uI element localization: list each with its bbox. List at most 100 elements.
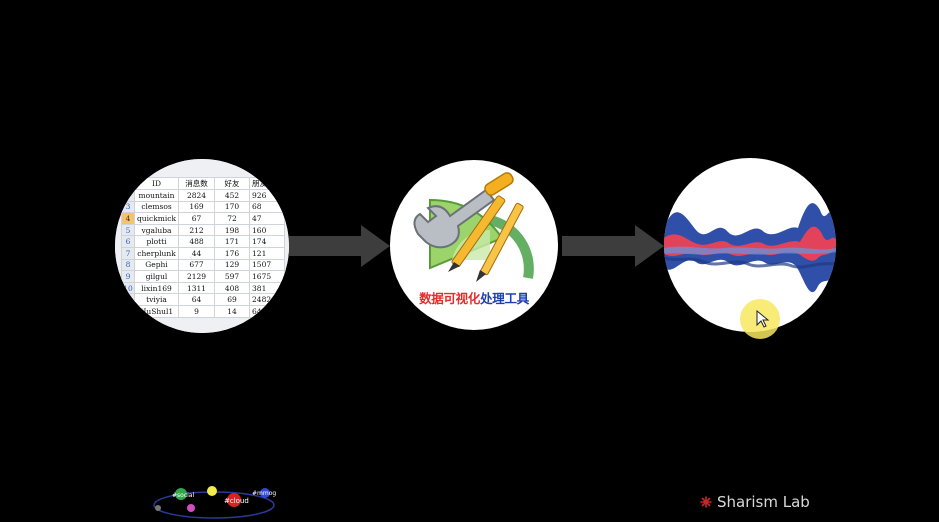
cell-friends: 171: [214, 235, 251, 248]
row-number: [121, 304, 135, 318]
tag-cloud: #cloud: [224, 497, 249, 505]
tools-title-red: 数据可视化: [419, 291, 481, 306]
row-number-selected: 4: [121, 212, 135, 225]
pencil-icon: [448, 195, 524, 282]
cell-messages: 212: [178, 223, 216, 237]
tag-mmog: #mmog: [252, 490, 276, 497]
cell-fourth: 1507: [249, 258, 286, 272]
cell-messages: 677: [178, 258, 216, 272]
cell-friends: 129: [214, 258, 251, 272]
cell-messages: 2824: [178, 189, 216, 202]
tools-icon: [413, 172, 534, 282]
cell-messages: 67: [178, 212, 216, 225]
wrench-icon: [413, 172, 514, 249]
column-header-id: ID: [133, 177, 180, 190]
cell-messages: 9: [178, 304, 216, 318]
brand-star-icon: [700, 496, 712, 508]
network-logo: #social #cloud #mmog: [153, 486, 276, 519]
cell-friends: 69: [214, 293, 251, 306]
right-arrow-icon: [289, 225, 390, 267]
cell-id: Gephi: [133, 258, 180, 272]
column-header-friends: 好友: [214, 177, 251, 190]
node-cloud: [227, 493, 241, 507]
row-number: 6: [121, 235, 135, 248]
cell-fourth: 926: [249, 189, 286, 202]
node-social: [175, 488, 187, 500]
brand-name: Sharism Lab: [717, 493, 810, 511]
cell-fourth: 381: [249, 281, 286, 295]
cell-messages: 488: [178, 235, 216, 248]
cell-friends: 14: [214, 304, 251, 318]
cell-id: HuShul1: [133, 304, 180, 318]
row-number: 9: [121, 270, 135, 283]
cell-fourth: 174: [249, 235, 286, 248]
cell-fourth: 64: [249, 304, 286, 318]
tools-title: 数据可视化处理工具: [390, 288, 558, 307]
stream-layer-light: [664, 246, 836, 255]
tools-circle: 数据可视化处理工具: [390, 160, 558, 330]
row-number: 8: [121, 258, 135, 272]
node-gray: [155, 505, 161, 511]
cell-messages: 64: [178, 293, 216, 306]
cell-id: lixin169: [133, 281, 180, 295]
row-number: 2: [121, 189, 135, 202]
cell-messages: 2129: [178, 270, 216, 283]
cell-id: clemsos: [133, 200, 180, 214]
node-pink: [187, 504, 195, 512]
cell-id: mountain: [133, 189, 180, 202]
row-number: 3: [121, 200, 135, 214]
cell-id: plotti: [133, 235, 180, 248]
tools-title-blue: 处理工具: [480, 291, 529, 306]
cell-friends: 72: [214, 212, 251, 225]
brand: Sharism Lab: [700, 491, 810, 513]
cell-friends: 176: [214, 246, 251, 260]
table-header-row: ID 消息数 好友 朋友: [121, 177, 286, 190]
protractor-icon: [488, 215, 534, 279]
row-number: 5: [121, 223, 135, 237]
cell-fourth: 2482: [249, 293, 286, 306]
row-number: 11: [121, 293, 135, 306]
right-arrow-icon: [562, 225, 664, 267]
cell-messages: 169: [178, 200, 216, 214]
column-header-messages: 消息数: [178, 177, 216, 190]
cell-id: cherplunk: [133, 246, 180, 260]
mouse-cursor-icon: [756, 310, 770, 328]
row-number: 10: [121, 281, 135, 295]
cell-id: gilgul: [133, 270, 180, 283]
tag-social: #social: [172, 492, 194, 499]
row-number: 7: [121, 246, 135, 260]
cell-friends: 198: [214, 223, 251, 237]
cell-friends: 408: [214, 281, 251, 295]
cell-id: vgaluba: [133, 223, 180, 237]
cell-fourth: 47: [249, 212, 286, 225]
column-header-fourth: 朋友: [249, 177, 286, 190]
node-yellow: [207, 486, 217, 496]
cell-fourth: 121: [249, 246, 286, 260]
node-mmog: [260, 488, 270, 498]
cell-id: tviyia: [133, 293, 180, 306]
cell-messages: 1311: [178, 281, 216, 295]
cell-messages: 44: [178, 246, 216, 260]
row-number-header: [121, 177, 135, 190]
cell-friends: 170: [214, 200, 251, 214]
cell-fourth: 160: [249, 223, 286, 237]
streamgraph-image: [664, 203, 836, 293]
cell-friends: 597: [214, 270, 251, 283]
cell-fourth: 1675: [249, 270, 286, 283]
cell-fourth: 68: [249, 200, 286, 214]
cell-id: quickmick: [133, 212, 180, 225]
cell-friends: 452: [214, 189, 251, 202]
